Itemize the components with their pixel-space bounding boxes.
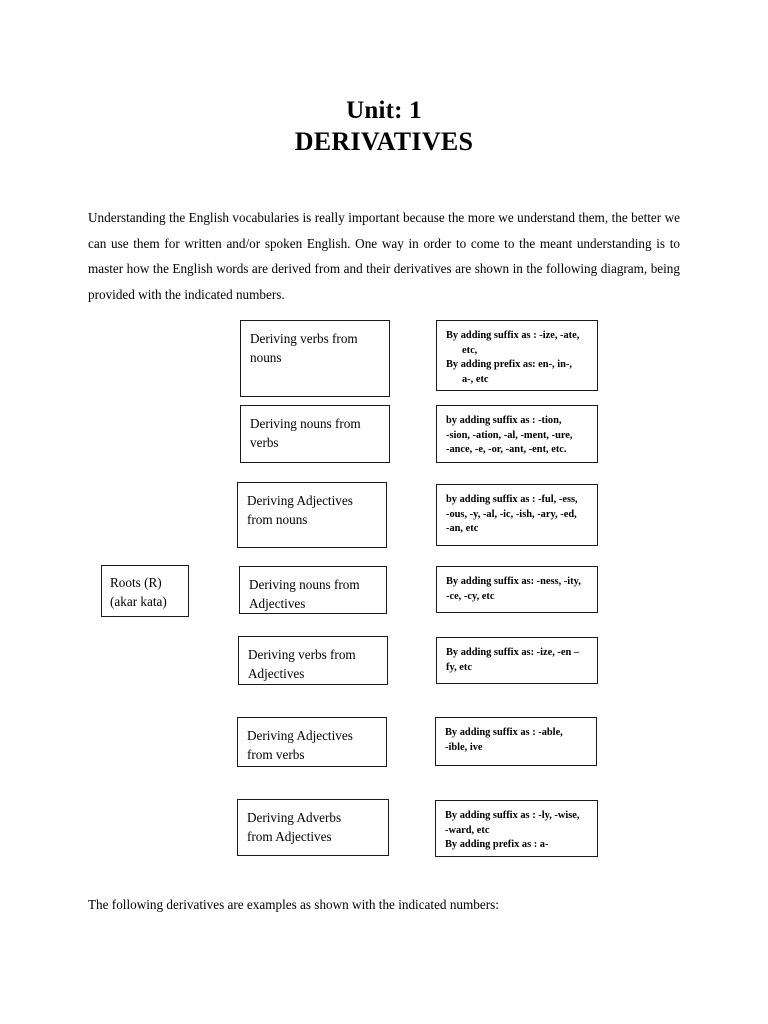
box-line-1: Deriving Adjectives <box>247 728 353 743</box>
affix-line-1: By adding suffix as: -ize, -en – <box>446 647 580 658</box>
affix-line-3: By adding prefix as: en-, in-, <box>446 359 572 370</box>
affix-line-1: By adding suffix as : -ize, -ate, <box>446 330 580 341</box>
affix-line-1: By adding suffix as : -ly, -wise, <box>445 810 580 821</box>
box-line-2: Adjectives <box>248 666 305 681</box>
closing-paragraph: The following derivatives are examples a… <box>88 897 499 913</box>
box-line-2: from verbs <box>247 747 305 762</box>
diagram-box-affixes-nouns-from-adjectives: By adding suffix as: -ness, -ity, -ce, -… <box>436 566 598 613</box>
roots-label-line-1: Roots (R) <box>110 575 162 590</box>
roots-label-line-2: (akar kata) <box>110 594 167 609</box>
diagram-box-roots: Roots (R) (akar kata) <box>101 565 189 617</box>
title-unit-line: Unit: 1 <box>346 97 422 124</box>
diagram-box-deriving-adjectives-from-verbs: Deriving Adjectives from verbs <box>237 717 387 767</box>
box-line-1: Deriving Adverbs <box>247 810 342 825</box>
diagram-box-affixes-adverbs-from-adjectives: By adding suffix as : -ly, -wise, -ward,… <box>435 800 598 857</box>
diagram-box-deriving-adverbs-from-adjectives: Deriving Adverbs from Adjectives <box>237 799 389 856</box>
affix-line-2: -ward, etc <box>445 824 490 836</box>
diagram-box-deriving-verbs-from-nouns: Deriving verbs from nouns <box>240 320 390 397</box>
diagram-box-deriving-nouns-from-verbs: Deriving nouns from verbs <box>240 405 390 463</box>
title-derivatives-line: DERIVATIVES <box>294 127 474 156</box>
box-line-2: verbs <box>250 435 279 450</box>
affix-line-3: -an, etc <box>446 523 479 534</box>
affix-line-1: by adding suffix as : -tion, <box>446 415 562 426</box>
diagram-box-affixes-verbs-from-nouns: By adding suffix as : -ize, -ate, etc, B… <box>436 320 598 391</box>
intro-paragraph: Understanding the English vocabularies i… <box>88 210 680 302</box>
affix-line-2: etc, <box>462 344 478 356</box>
affix-line-2: -ible, ive <box>445 741 483 753</box>
diagram-box-deriving-adjectives-from-nouns: Deriving Adjectives from nouns <box>237 482 387 548</box>
affix-line-2: -sion, -ation, -al, -ment, -ure, <box>446 429 573 441</box>
diagram-box-affixes-adjectives-from-nouns: by adding suffix as : -ful, -ess, -ous, … <box>436 484 598 546</box>
box-line-1: Deriving nouns from <box>250 416 361 431</box>
diagram-box-affixes-adjectives-from-verbs: By adding suffix as : -able, -ible, ive <box>435 717 597 766</box>
affix-line-1: By adding suffix as : -able, <box>445 727 563 738</box>
diagram-box-affixes-verbs-from-adjectives: By adding suffix as: -ize, -en – fy, etc <box>436 637 598 684</box>
box-line-2: from nouns <box>247 512 308 527</box>
affix-line-1: By adding suffix as: -ness, -ity, <box>446 576 581 587</box>
affix-line-3: -ance, -e, -or, -ant, -ent, etc. <box>446 444 567 455</box>
diagram-box-deriving-nouns-from-adjectives: Deriving nouns from Adjectives <box>239 566 387 614</box>
diagram-box-deriving-verbs-from-adjectives: Deriving verbs from Adjectives <box>238 636 388 685</box>
box-line-2: Adjectives <box>249 596 306 611</box>
affix-line-3: By adding prefix as : a- <box>445 839 549 850</box>
affix-line-2: -ous, -y, -al, -ic, -ish, -ary, -ed, <box>446 508 577 520</box>
box-line-2: nouns <box>250 350 282 365</box>
diagram-box-affixes-nouns-from-verbs: by adding suffix as : -tion, -sion, -ati… <box>436 405 598 463</box>
box-line-1: Deriving Adjectives <box>247 493 353 508</box>
box-line-1: Deriving verbs from <box>250 331 358 346</box>
affix-line-4: a-, etc <box>462 373 489 385</box>
box-line-1: Deriving nouns from <box>249 577 360 592</box>
affix-line-2: -ce, -cy, etc <box>446 590 495 602</box>
box-line-2: from Adjectives <box>247 829 332 844</box>
affix-line-2: fy, etc <box>446 661 472 673</box>
page-title: Unit: 1 DERIVATIVES <box>0 96 768 158</box>
box-line-1: Deriving verbs from <box>248 647 356 662</box>
affix-line-1: by adding suffix as : -ful, -ess, <box>446 494 578 505</box>
